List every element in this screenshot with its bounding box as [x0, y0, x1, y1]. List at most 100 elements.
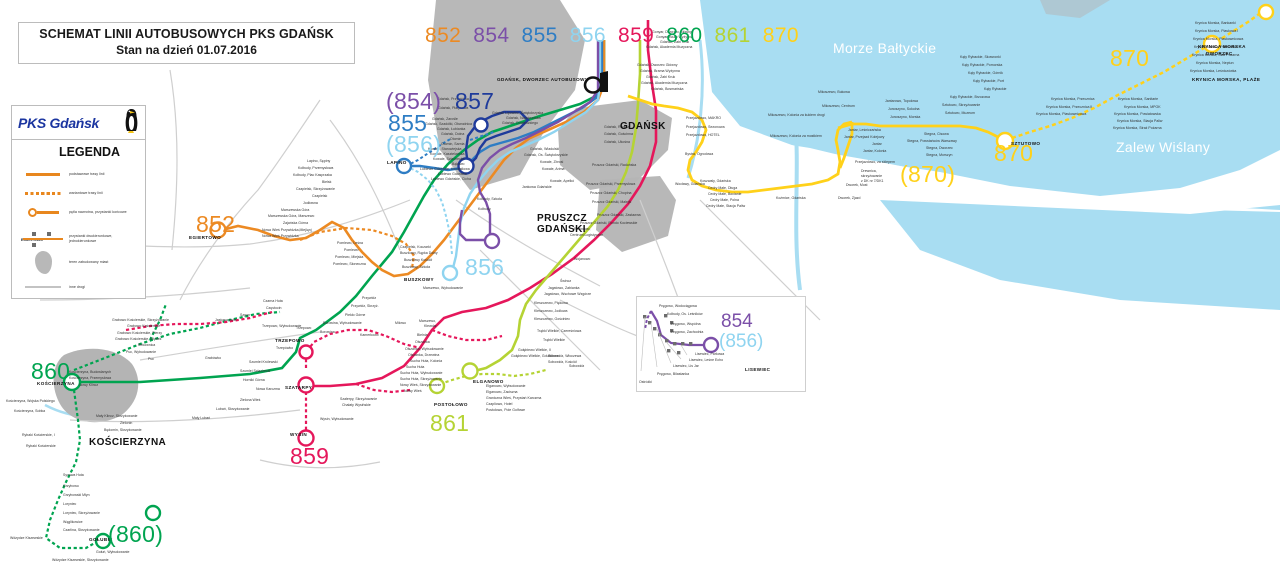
loop-terminus-icon: EGIERTOWO	[17, 208, 69, 242]
inset-stop-label: Lisewiec, Lis Jar	[673, 364, 699, 368]
map-route-tag-870[interactable]: 870	[994, 140, 1034, 166]
stop-label: Gdańsk, Dowiedzkiego	[502, 121, 538, 125]
route-852-variant	[299, 226, 416, 269]
stop-label: Szpon	[240, 313, 250, 317]
stop-label: Cedry Małe, Długa	[708, 186, 738, 190]
stop-label: Koźmice, Gdańska	[776, 196, 806, 200]
stop-label: Rybaki Kościerskie, I	[22, 433, 55, 437]
legend-item-main-routes: podstawowe trasy linii	[12, 165, 145, 184]
route-number-855[interactable]: 855	[521, 24, 558, 47]
stop-label: Mikoszewo, Kolonia za kukiem drogi	[768, 113, 825, 117]
stop-label: Zielona Wieś	[240, 398, 261, 402]
stop-label: Buszkowy Kościół	[404, 258, 433, 262]
stop-label: Krynica Morska, Przecznica II	[1046, 105, 1093, 109]
route-855-variant	[405, 131, 495, 167]
stop-label: Pomlewo, Słoneczna	[333, 262, 366, 266]
stop-label: Nowa Wieś Przywidzka	[262, 234, 299, 238]
legend-item-variant-routes: wariantowe trasy linii	[12, 184, 145, 203]
stop-label: Krynica Morska, Przecznica	[1194, 45, 1238, 49]
city-label-elganowo: ELGANOWO	[473, 379, 504, 384]
stop-label: Marszewska Góra, Marszewo	[268, 214, 315, 218]
legend-label-variant-routes: wariantowe trasy linii	[69, 191, 103, 196]
stop-label: Kowale, Zbrosi	[540, 160, 564, 164]
stop-label: Szałerpy, Skrzyżowanie	[340, 397, 378, 401]
map-route-tag-859[interactable]: 859	[290, 443, 330, 469]
stop-label: Sztutowo, Muzeum	[945, 111, 975, 115]
map-route-tag-870[interactable]: 870	[1110, 45, 1150, 71]
stop-label: Krynica Morska, Przecznica	[1051, 97, 1095, 101]
inset-stop-label: Kolbudy, Os. Leśników	[667, 312, 703, 316]
map-route-tag-856[interactable]: (856)	[386, 131, 442, 157]
city-label-szatarpy: SZATARPY	[285, 385, 313, 390]
stop-label: Kąty Rybackie, Górnik	[968, 71, 1003, 75]
route-number-856[interactable]: 856	[569, 24, 606, 47]
city-label-ko-cierzyna: KOŚCIERZYNA	[89, 437, 167, 448]
map-route-tag-860[interactable]: (860)	[108, 521, 164, 547]
route-number-870[interactable]: 870	[762, 24, 799, 47]
map-route-tag-855[interactable]: 855	[388, 110, 428, 136]
stop-label: Gołuń, Wybudowanie	[96, 550, 130, 554]
legend-item-urban: teren zabudowany miast	[12, 248, 145, 276]
legend-item-stops: przystanki dwukierunkowe, jednokierunkow…	[12, 229, 145, 248]
stop-label: Wojanowo	[574, 257, 591, 261]
stop-label: Kościerzyna, Wojska Polskiego	[6, 399, 55, 403]
stop-label: Krynica Morska, Straż Pożarna	[1113, 126, 1162, 130]
stop-label: Marszewska Góra	[281, 208, 310, 212]
stop-label: Pruszcz Gdański, Przemysłowa	[586, 182, 636, 186]
city-label-sztutowo: SZTUTOWO	[1011, 141, 1041, 146]
map-route-tag-857[interactable]: 857	[455, 88, 495, 114]
stop-label: Krynica Morska, Sanitarie	[1118, 97, 1159, 101]
inset-stop-label: Lisewiec, Leśne Echo	[689, 358, 724, 362]
stop-label: Gdańsk, Brama Wyżynna	[640, 69, 680, 73]
stop-label: Bielnia	[417, 333, 428, 337]
stop-label: Marszewo,	[419, 319, 437, 323]
solid-line-icon	[17, 173, 69, 176]
stop-label: Otomin, Sarnia	[441, 142, 465, 146]
route-number-859[interactable]: 859	[618, 24, 655, 47]
map-route-tag-860[interactable]: 860	[31, 358, 71, 384]
stop-label: Pruszcz Gdański, Rondo Kociewskie	[580, 221, 638, 225]
stop-label: Sobowidz, Włoczewa	[548, 354, 582, 358]
stop-label: Gdańsk, Gościnna	[604, 132, 633, 136]
stop-label: Jantar, Przejazd Kolejowy	[844, 135, 885, 139]
stop-label: Mikoszewo, Centrum	[822, 104, 855, 108]
route-number-861[interactable]: 861	[714, 24, 751, 47]
stop-label: Kowale, Arima	[542, 167, 565, 171]
stop-label: Gdańsk, Dworzec Główny	[637, 63, 678, 67]
stop-label: Grabowo Kościerskie, Pierzy	[117, 331, 163, 335]
route-870-variant	[1011, 10, 1263, 140]
stop-label: Postołowo, Pole Golfowe	[486, 408, 526, 412]
stop-label: Trzepówko	[276, 346, 294, 350]
legend-label-other-roads: inne drogi	[69, 284, 85, 289]
stop-label: Zielonin	[120, 421, 133, 425]
stop-label: Kolbudy, Plac Kasprzaka	[293, 173, 332, 177]
legend-label-stops: przystanki dwukierunkowe, jednokierunkow…	[69, 234, 113, 243]
stop-label: Jantar	[872, 142, 882, 146]
stop-label: Jantarowo, Topolowa	[885, 99, 919, 103]
route-number-852[interactable]: 852	[425, 24, 462, 47]
map-route-tag-870[interactable]: (870)	[900, 161, 956, 187]
map-route-tag-856[interactable]: 856	[465, 254, 505, 280]
city-label-dworzec: DWORZEC	[1206, 51, 1233, 56]
inset-city-lisewiec: LISEWIEC	[745, 367, 771, 372]
stop-label: Kowale, Kasztelańska	[430, 152, 465, 156]
stop-label: Grzybowo	[63, 484, 79, 488]
stop-label: Buszkowy, Szkoła	[402, 265, 431, 269]
stop-label: Sucha Huta, Wybudowanie	[400, 371, 443, 375]
water-layer	[44, 0, 1280, 418]
stop-label: Jodłowna	[303, 201, 318, 205]
map-route-tag-854[interactable]: (854)	[386, 88, 442, 114]
route-number-860[interactable]: 860	[666, 24, 703, 47]
route-860-line	[74, 40, 606, 384]
stop-label: Gonyar, Biuro Wyżynna	[656, 35, 693, 39]
stop-label: Dworek, Most	[846, 183, 868, 187]
route-number-854[interactable]: 854	[473, 24, 510, 47]
stop-label: Koszwały, Gdańska	[700, 179, 731, 183]
city-label-buszkowy: BUSZKOWY	[404, 277, 434, 282]
stop-label: Marszewo, Wybudowanie	[423, 286, 464, 290]
stop-label: Przywidz, Skrzyż.	[351, 304, 379, 308]
stop-label: Nowa Wieś Przywidzka,Miejląnj	[262, 228, 312, 232]
map-route-tag-861[interactable]: 861	[430, 410, 470, 436]
map-route-tag-852[interactable]: 852	[196, 211, 236, 237]
stop-label: Kowale, Starowiejska	[428, 147, 462, 151]
